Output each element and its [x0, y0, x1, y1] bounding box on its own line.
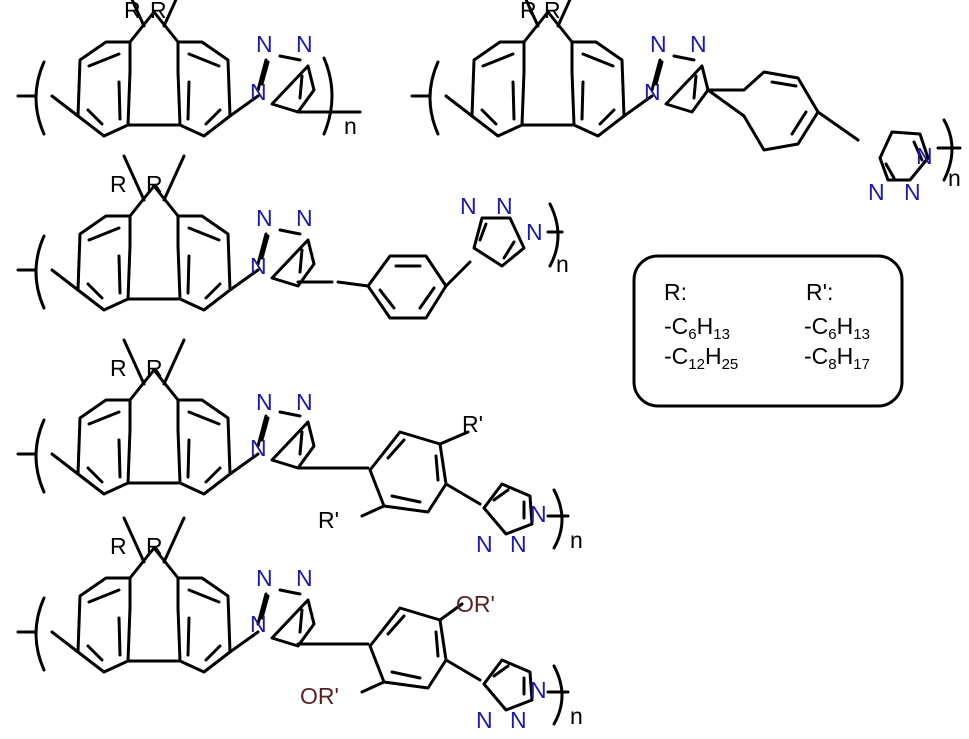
N-label: N	[296, 31, 313, 57]
N-label: N	[510, 707, 527, 733]
polymer-structure-2: R R N N N N N N n	[410, 0, 962, 205]
R-label: R	[110, 355, 127, 381]
legend-box	[632, 254, 904, 408]
N-label: N	[476, 531, 493, 557]
N-label: N	[916, 143, 933, 169]
N-label: N	[256, 205, 273, 231]
N-label: N	[460, 193, 477, 219]
legend-R-header: R:	[664, 279, 687, 305]
N-label: N	[296, 389, 313, 415]
N-label: N	[256, 565, 273, 591]
n-label: n	[948, 165, 961, 191]
R-label: R	[146, 171, 163, 197]
N-label: N	[250, 435, 267, 461]
n-label: n	[344, 113, 357, 139]
legend-Rp-item-1: -C6H13	[804, 313, 870, 343]
N-label: N	[296, 565, 313, 591]
n-label: n	[570, 703, 583, 729]
N-label: N	[250, 253, 267, 279]
n-label: n	[570, 527, 583, 553]
R-label: R	[146, 355, 163, 381]
polymer-structure-5: R R N N N OR' OR' N N N n	[16, 516, 583, 733]
OR-prime-label: OR'	[456, 591, 495, 617]
N-label: N	[256, 389, 273, 415]
N-label: N	[256, 31, 273, 57]
R-prime-label: R'	[318, 507, 339, 533]
R-label: R	[110, 533, 127, 559]
R-label: R	[110, 171, 127, 197]
N-label: N	[476, 707, 493, 733]
polymer-structure-3: R R N N N N N N n	[16, 154, 569, 320]
N-label: N	[530, 677, 547, 703]
R-label: R	[146, 533, 163, 559]
N-label: N	[530, 501, 547, 527]
n-label: n	[556, 251, 569, 277]
R-label: R	[544, 0, 561, 23]
legend-R-item-2: -C12H25	[664, 343, 738, 373]
R-label: R	[124, 0, 141, 23]
N-label: N	[296, 205, 313, 231]
R-label: R	[520, 0, 537, 23]
substituent-legend: R: -C6H13 -C12H25 R': -C6H13 -C8H17	[632, 254, 904, 408]
polymer-structure-4: R R N N N R' R' N N N n	[16, 338, 583, 557]
legend-Rp-header: R':	[806, 279, 833, 305]
N-label: N	[690, 31, 707, 57]
N-label: N	[526, 219, 543, 245]
OR-prime-label: OR'	[300, 683, 339, 709]
N-label: N	[644, 79, 661, 105]
polymer-structure-1: R R N N N n	[16, 0, 362, 139]
legend-R-item-1: -C6H13	[664, 313, 730, 343]
N-label: N	[650, 31, 667, 57]
R-prime-label: R'	[462, 411, 483, 437]
N-label: N	[496, 193, 513, 219]
N-label: N	[250, 611, 267, 637]
R-label: R	[150, 0, 167, 23]
N-label: N	[250, 79, 267, 105]
N-label: N	[510, 531, 527, 557]
N-label: N	[904, 179, 921, 205]
N-label: N	[868, 179, 885, 205]
legend-Rp-item-2: -C8H17	[804, 343, 870, 373]
